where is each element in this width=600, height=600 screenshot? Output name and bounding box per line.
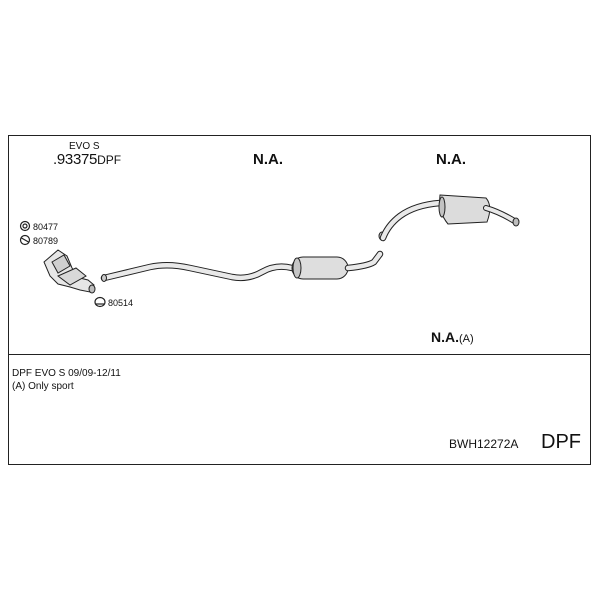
- dpf-badge: DPF: [541, 431, 581, 453]
- note-line-1: DPF EVO S 09/09-12/11: [12, 368, 121, 379]
- part-number: .93375: [53, 151, 98, 168]
- kit-code: BWH12272A: [449, 437, 519, 451]
- variant-label: EVO S: [69, 141, 100, 152]
- diagram-frame: [8, 135, 591, 465]
- na-label-sport-text: N.A.: [431, 329, 459, 345]
- part-number-label[interactable]: .93375DPF: [53, 151, 121, 168]
- clamp-80789-icon[interactable]: [19, 234, 31, 246]
- dpf-catalyst[interactable]: [43, 249, 96, 294]
- notes-divider: [8, 354, 591, 355]
- na-label-sport: N.A.(A): [431, 329, 474, 345]
- na-label-sport-option: (A): [459, 333, 474, 345]
- intermediate-pipe[interactable]: [344, 199, 444, 272]
- clamp-80477-label[interactable]: 80477: [33, 222, 59, 232]
- clamp-80477-icon[interactable]: [19, 220, 31, 232]
- part-suffix: DPF: [97, 153, 122, 167]
- note-line-2: (A) Only sport: [12, 381, 74, 392]
- front-pipe[interactable]: [100, 262, 296, 282]
- middle-silencer[interactable]: [291, 256, 349, 280]
- na-label-rear: N.A.: [436, 151, 466, 168]
- rear-silencer[interactable]: [438, 194, 520, 227]
- na-label-middle: N.A.: [253, 151, 283, 168]
- clamp-80789-label[interactable]: 80789: [33, 236, 59, 246]
- clamp-80514-icon[interactable]: [94, 296, 106, 308]
- clamp-80514-label[interactable]: 80514: [108, 298, 134, 308]
